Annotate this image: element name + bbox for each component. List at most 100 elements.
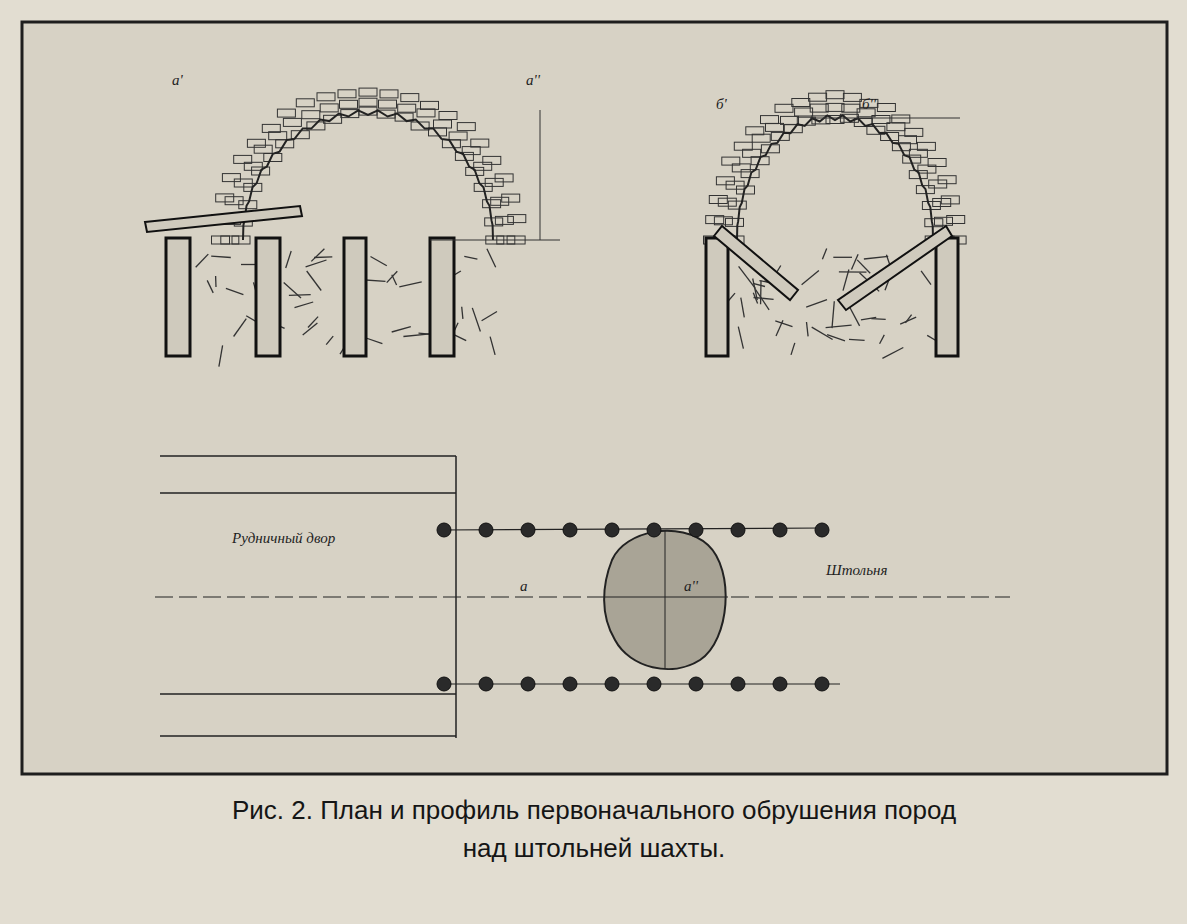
rock-brick	[421, 101, 439, 109]
rock-brick	[792, 99, 810, 107]
broken-beam	[838, 226, 952, 310]
prop-post	[563, 523, 577, 537]
figure-label: а	[520, 578, 550, 595]
rock-debris	[738, 327, 743, 349]
rock-brick	[887, 123, 905, 131]
rock-brick	[401, 94, 419, 102]
rock-debris	[857, 260, 870, 273]
rock-brick	[216, 194, 234, 202]
figure-label: Рудничный двор	[232, 530, 335, 547]
figure-label: б'	[716, 96, 756, 113]
timber-post	[430, 238, 454, 356]
dimension-line	[810, 118, 960, 119]
rock-brick	[434, 120, 452, 128]
prop-post	[437, 523, 451, 537]
rock-debris	[487, 249, 496, 268]
rock-debris	[812, 327, 833, 339]
rock-debris	[839, 271, 867, 273]
rock-debris	[226, 288, 244, 294]
rock-brick	[483, 156, 501, 164]
rock-brick	[809, 93, 827, 101]
rock-brick	[379, 100, 397, 108]
prop-post	[689, 677, 703, 691]
timber-post	[936, 238, 958, 356]
prop-post	[815, 677, 829, 691]
rock-brick	[761, 116, 779, 124]
rock-brick	[508, 215, 526, 223]
timber-post	[256, 238, 280, 356]
rock-brick	[947, 216, 965, 224]
rock-brick	[302, 111, 320, 119]
prop-post	[731, 523, 745, 537]
rock-debris	[286, 251, 292, 268]
rock-debris	[295, 302, 314, 308]
rock-brick	[826, 91, 844, 99]
figure-label: б''	[862, 96, 902, 113]
rock-brick	[262, 124, 280, 132]
plan-line	[440, 528, 825, 530]
dimension-line	[540, 110, 541, 240]
rock-debris	[775, 321, 792, 327]
rock-brick	[462, 147, 480, 155]
rock-debris	[482, 312, 497, 321]
rock-brick	[709, 196, 727, 204]
prop-post	[521, 677, 535, 691]
rock-debris	[850, 307, 860, 326]
rock-debris	[807, 322, 809, 336]
rock-brick	[439, 112, 457, 120]
rock-debris	[366, 338, 382, 344]
plan-line	[160, 693, 456, 695]
rock-debris	[207, 280, 213, 293]
prop-post	[773, 677, 787, 691]
rock-debris	[284, 283, 301, 298]
rock-debris	[852, 254, 859, 269]
rock-debris	[472, 308, 480, 332]
rock-brick	[457, 123, 475, 131]
rock-brick	[483, 200, 501, 208]
rock-brick	[734, 142, 752, 150]
rock-brick	[296, 99, 314, 107]
rock-debris	[806, 300, 827, 307]
rock-brick	[928, 159, 946, 167]
figure-label: а'	[172, 72, 212, 89]
rock-debris	[215, 276, 217, 287]
timber-post	[344, 238, 366, 356]
prop-post	[479, 523, 493, 537]
rock-brick	[877, 104, 895, 112]
rock-debris	[921, 271, 931, 285]
rock-debris	[754, 298, 774, 300]
rock-brick	[359, 98, 377, 106]
prop-post	[689, 523, 703, 537]
profile-b	[704, 91, 967, 359]
rock-brick	[338, 90, 356, 98]
rock-brick	[935, 217, 953, 225]
rock-brick	[941, 196, 959, 204]
rock-brick	[722, 157, 740, 165]
rock-debris	[791, 343, 795, 355]
rock-brick	[232, 236, 250, 244]
rock-brick	[938, 176, 956, 184]
rock-debris	[289, 294, 311, 296]
prop-post	[731, 677, 745, 691]
plan-line	[160, 492, 456, 494]
rock-brick	[491, 197, 509, 205]
collapse-outline	[737, 115, 933, 240]
rock-debris	[802, 271, 819, 285]
rock-brick	[781, 116, 799, 124]
rock-debris	[882, 348, 903, 359]
figure-frame	[22, 22, 1167, 774]
cap-beam	[145, 206, 302, 232]
rock-brick	[222, 174, 240, 182]
rock-debris	[826, 325, 852, 328]
profile-a	[145, 88, 560, 367]
rock-brick	[495, 174, 513, 182]
rock-brick	[728, 201, 746, 209]
rock-brick	[775, 104, 793, 112]
rock-debris	[880, 335, 885, 344]
rock-debris	[490, 337, 495, 355]
rock-brick	[716, 177, 734, 185]
plan-view	[155, 456, 1010, 738]
rock-debris	[753, 283, 765, 286]
rock-brick	[277, 109, 295, 117]
rock-brick	[417, 109, 435, 117]
